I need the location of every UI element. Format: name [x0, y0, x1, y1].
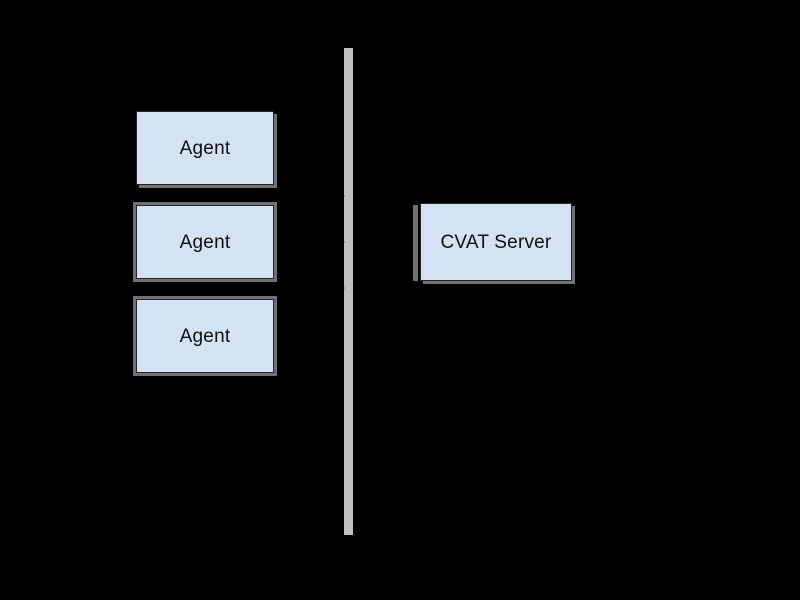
message-bus-line [344, 48, 353, 535]
node-cvat-server-label: CVAT Server [440, 231, 552, 253]
node-agent-3[interactable]: Agent [136, 299, 274, 373]
cvat-server-left-shadow-stub [413, 205, 418, 281]
node-agent-2-label: Agent [179, 231, 231, 253]
edge-agent-3-to-bus [274, 284, 345, 337]
node-agent-3-label: Agent [179, 325, 231, 347]
node-agent-1-label: Agent [179, 137, 231, 159]
node-agent-2[interactable]: Agent [136, 205, 274, 279]
edge-agent-1-to-bus [274, 147, 345, 200]
node-agent-1[interactable]: Agent [136, 111, 274, 185]
node-cvat-server[interactable]: CVAT Server [420, 203, 572, 281]
